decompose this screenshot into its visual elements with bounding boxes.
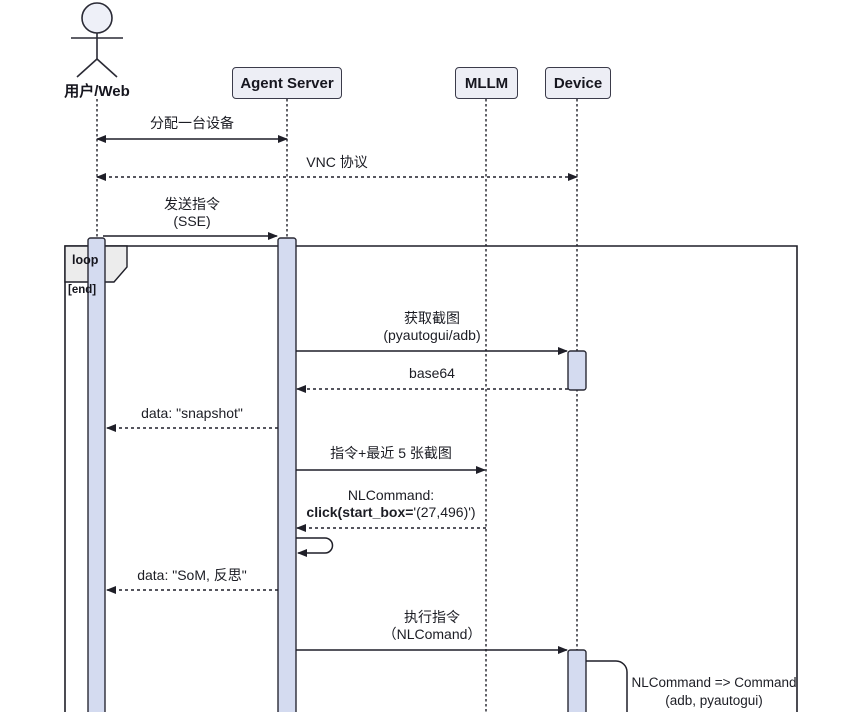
message-nlcommand-coords: '(27,496)') — [413, 504, 476, 520]
participant-label-user: 用户/Web — [64, 83, 130, 100]
participant-label-device: Device — [553, 74, 603, 92]
message-send-command-line2: (SSE) — [173, 213, 211, 229]
activation-device-short — [567, 350, 587, 391]
loop-label: loop — [72, 253, 99, 267]
message-send-command: 发送指令 (SSE) — [97, 196, 287, 230]
activation-user — [87, 237, 106, 712]
participant-box-mllm: MLLM — [455, 67, 518, 99]
message-execute-command: 执行指令 （NLComand） — [296, 609, 568, 643]
message-base64: base64 — [409, 365, 455, 381]
message-nlcommand-line1: NLCommand: — [347, 487, 435, 503]
message-command-screenshots: 指令+最近 5 张截图 — [330, 445, 452, 461]
message-nlcommand-line2: click(start_box='(27,496)') — [296, 504, 486, 521]
participant-box-device: Device — [545, 67, 611, 99]
device-note: NLCommand => Command (adb, pyautogui) — [630, 674, 798, 710]
participant-box-agent-server: Agent Server — [232, 67, 342, 99]
message-get-screenshot-line2: (pyautogui/adb) — [383, 327, 481, 343]
message-execute-command-line1: 执行指令 — [404, 609, 460, 625]
activation-agent — [277, 237, 297, 712]
message-get-screenshot: 获取截图 (pyautogui/adb) — [296, 310, 568, 344]
message-allocate-device: 分配一台设备 — [150, 115, 234, 131]
message-nlcommand: NLCommand: click(start_box='(27,496)') — [296, 487, 486, 521]
participant-label-mllm: MLLM — [464, 74, 509, 92]
arrow-agent-self-loop — [296, 537, 334, 557]
activation-device-long — [567, 649, 587, 712]
participant-label-agent-server: Agent Server — [240, 74, 334, 92]
arrow-device-self-loop — [586, 660, 628, 712]
user-actor-icon — [71, 2, 123, 78]
message-vnc-protocol: VNC 协议 — [306, 154, 368, 170]
message-send-command-line1: 发送指令 — [164, 196, 220, 212]
message-get-screenshot-line1: 获取截图 — [404, 310, 460, 326]
device-note-line1: NLCommand => Command — [631, 675, 797, 690]
loop-condition: [end] — [68, 284, 97, 296]
message-nlcommand-click: click(start_box= — [306, 504, 414, 520]
message-data-som: data: "SoM, 反思" — [137, 567, 247, 583]
message-execute-command-line2: （NLComand） — [382, 626, 482, 642]
loop-frame — [64, 245, 798, 712]
message-data-snapshot: data: "snapshot" — [141, 405, 243, 421]
device-note-line2: (adb, pyautogui) — [665, 693, 763, 708]
